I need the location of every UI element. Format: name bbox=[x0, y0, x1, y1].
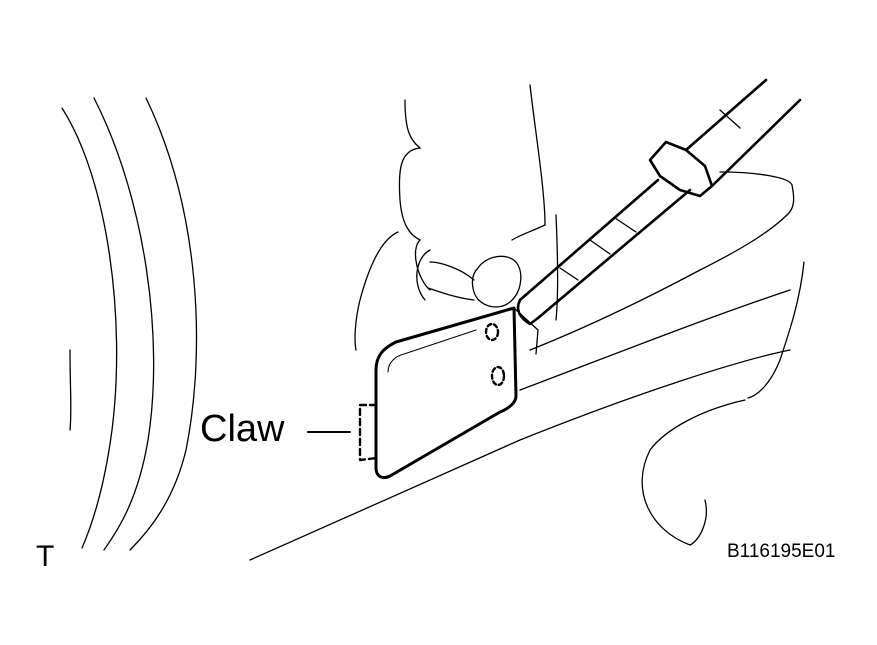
screwdriver bbox=[516, 78, 802, 326]
figure-code: B116195E01 bbox=[727, 541, 836, 562]
claw-hidden-outline bbox=[358, 403, 378, 462]
claw-label: Claw bbox=[200, 408, 285, 450]
mount-bracket bbox=[354, 84, 559, 351]
trim-clip bbox=[374, 306, 539, 480]
screwdriver-tape-marks bbox=[559, 217, 637, 281]
bumper-panel bbox=[249, 171, 805, 561]
wheel-arcs bbox=[61, 97, 198, 551]
clip-holes bbox=[484, 322, 506, 387]
corner-mark: T bbox=[36, 540, 55, 573]
